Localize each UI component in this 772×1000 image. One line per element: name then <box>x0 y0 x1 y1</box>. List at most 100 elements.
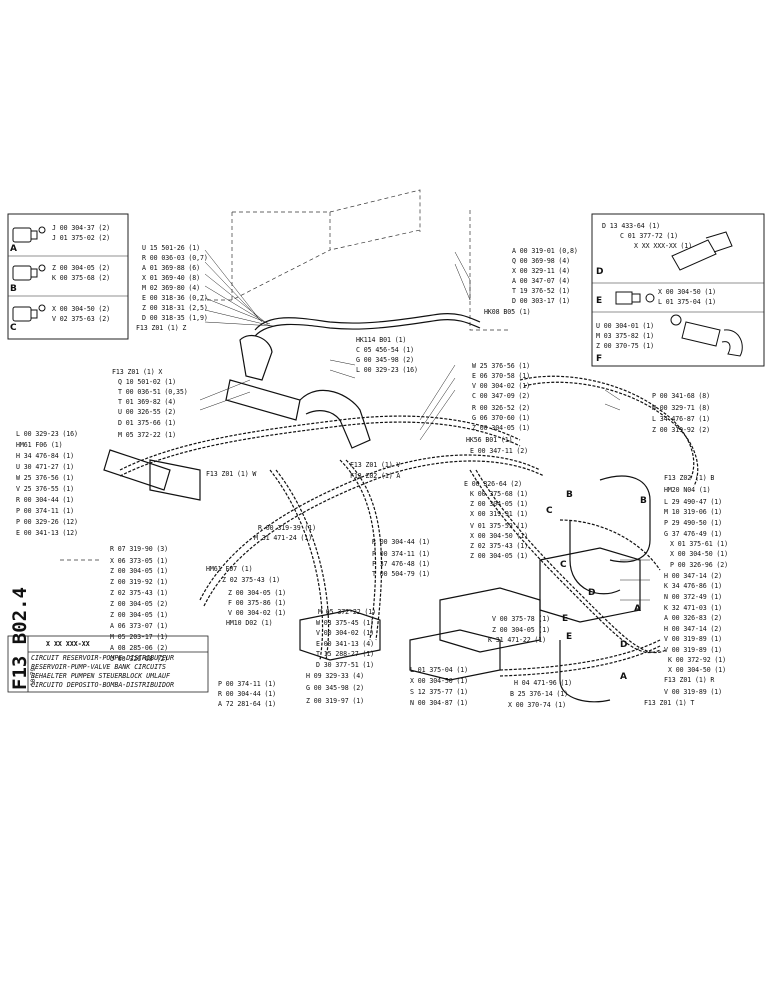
callout-hk114: HK114 B01 (1) <box>356 336 407 344</box>
inset-letter-c: C <box>10 323 17 333</box>
inset-b-label-1: Z 00 304-05 (2) <box>52 264 111 272</box>
callout-f13z02-a: F13 Z02 (1) A <box>350 472 401 480</box>
callout-r00304-center: R 00 304-44 (1) <box>372 538 431 546</box>
callout-u30471: U 30 471-27 (1) <box>16 463 75 471</box>
callout-c05456: C 05 456-54 (1) <box>356 346 415 354</box>
callout-p00326: P 00 326-96 (2) <box>670 561 729 569</box>
title-line-1: CIRCUIT RESERVOIR-POMPE-DISTRIBUTEUR <box>31 654 174 662</box>
inset-letter-f: F <box>596 354 603 364</box>
callout-z02375-c1: Z 02 375-43 (1) <box>470 542 529 550</box>
callout-p00374-bottom: P 00 374-11 (1) <box>218 680 277 688</box>
callout-h00347-r1: H 00 347-14 (2) <box>664 572 723 580</box>
callout-t00504: T 00 504-79 (1) <box>372 570 431 578</box>
callout-c00347: C 00 347-09 (2) <box>472 392 531 400</box>
inset-d-label-2: C 01 377-72 (1) <box>620 232 679 240</box>
callout-m02369: M 02 369-80 (4) <box>142 284 201 292</box>
callout-f13z01-t: F13 Z01 (1) T <box>644 699 695 707</box>
callout-a72281: A 72 281-64 (1) <box>218 700 277 708</box>
diagram-letter-d2: D <box>588 588 596 598</box>
callout-z00304-c3: Z 00 304-05 (1) <box>470 552 529 560</box>
callout-v00304-l1: V 00 304-02 (1) <box>228 609 287 617</box>
callout-x00304-c1: X 00 304-50 (1) <box>470 532 529 540</box>
callout-p29490: P 29 490-50 (1) <box>664 519 723 527</box>
callout-p00341: P 00 341-68 (8) <box>652 392 711 400</box>
diagram-letter-b: B <box>566 490 573 500</box>
callout-z00304-l4: Z 00 304-05 (1) <box>228 589 287 597</box>
callout-m05203: M 05 203-17 (1) <box>110 633 169 641</box>
callout-m10319: M 10 319-06 (1) <box>664 508 723 516</box>
callout-g37476: G 37 476-49 (1) <box>664 530 723 538</box>
diagram-letter-e: E <box>566 632 573 642</box>
callout-r00326: R 00 326-52 (2) <box>472 404 531 412</box>
inset-d-label-1: D 13 433-64 (1) <box>602 222 661 230</box>
callout-m05372: M 05 372-22 (1) <box>118 431 177 439</box>
callout-x00304-r1: X 00 304-50 (1) <box>670 550 729 558</box>
callout-v00304-center: V 00 304-02 (1) <box>472 382 531 390</box>
callout-n00329: N 00 329-71 (8) <box>652 404 711 412</box>
callout-z00304-c2: Z 00 304-05 (1) <box>470 500 529 508</box>
diagram-letter-c: C <box>546 506 553 516</box>
callout-z00304-l3: Z 00 304-05 (1) <box>110 611 169 619</box>
inset-e-label-2: L 01 375-04 (1) <box>658 298 717 306</box>
callout-f13z01-r: F13 Z01 (1) R <box>664 676 715 684</box>
diagram-letter-a2: A <box>620 672 627 682</box>
title-line-2: RESERVOIR-PUMP-VALVE BANK CIRCUITS <box>31 663 166 671</box>
callout-r00304-left: R 00 304-44 (1) <box>16 496 75 504</box>
callout-e00341-left: E 00 341-13 (12) <box>16 529 78 537</box>
callout-w25376: W 25 376-56 (1) <box>16 474 75 482</box>
callout-b25376: B 25 376-14 (1) <box>510 690 569 698</box>
callout-a00326: A 00 326-83 (2) <box>664 614 723 622</box>
callout-h34476: H 34 476-84 (1) <box>16 452 75 460</box>
callout-k00372: K 00 372-92 (1) <box>668 656 727 664</box>
callout-f13z01-v: F13 Z01 (1) V <box>350 461 401 469</box>
callout-r00036: R 00 036-03 (0,7) <box>142 254 208 262</box>
callout-k00375: K 00 375-68 (1) <box>470 490 529 498</box>
callout-a00319: A 00 319-01 (0,8) <box>512 247 578 255</box>
left-inset-box <box>7 213 129 340</box>
callout-t19376: T 19 376-52 (1) <box>512 287 571 295</box>
callout-h00347-r2: H 00 347-14 (2) <box>664 625 723 633</box>
callout-hk08: HK08 B05 (1) <box>484 308 531 316</box>
callout-f13z01-z: F13 Z01 (1) Z <box>136 324 187 332</box>
callout-e00318: E 00 318-36 (0,7) <box>142 294 208 302</box>
callout-z02375-l2: Z 02 375-43 (1) <box>110 589 169 597</box>
callout-hk56: HK56 B01 (1) <box>466 436 513 444</box>
callout-v00304-l2: V 00 304-02 (1) <box>316 629 375 637</box>
callout-w25376-center: W 25 376-56 (1) <box>472 362 531 370</box>
callout-q00369: Q 00 369-98 (4) <box>512 257 571 265</box>
part-number-header: X XX XXX-XX <box>46 640 90 648</box>
callout-u00326-68: U 00 326-68 (2) <box>110 655 169 663</box>
callout-s12375: S 12 375-77 (1) <box>410 688 469 696</box>
callout-n00304: N 00 304-87 (1) <box>410 699 469 707</box>
callout-x01369: X 01 369-40 (8) <box>142 274 201 282</box>
callout-e00326: E 00 326-64 (2) <box>464 480 523 488</box>
diagram-letter-d: D <box>620 640 628 650</box>
callout-hm10-d02: HM10 D02 (1) <box>226 619 273 627</box>
callout-q10501: Q 10 501-02 (1) <box>118 378 177 386</box>
callout-x00304-b1: X 00 304-50 (1) <box>410 677 469 685</box>
callout-k31471: K 31 471-22 (1) <box>488 636 547 644</box>
callout-p00374-center: P 00 374-11 (1) <box>372 550 431 558</box>
callout-u00326: U 00 326-55 (2) <box>118 408 177 416</box>
inset-a-label-2: J 01 375-02 (2) <box>52 234 111 242</box>
callout-l00329-left: L 00 329-23 (16) <box>16 430 78 438</box>
callout-f13z02-b: F13 Z02 (1) B <box>664 474 715 482</box>
callout-k34476: K 34 476-86 (1) <box>664 582 723 590</box>
callout-r07319: R 07 319-90 (3) <box>110 545 169 553</box>
title-block-frame <box>7 635 209 693</box>
callout-d01375: D 01 375-66 (1) <box>118 419 177 427</box>
diagram-letter-b2: B <box>640 496 647 506</box>
callout-h09329: H 09 329-33 (4) <box>306 672 365 680</box>
callout-hm61-f06: HM61 F06 (1) <box>16 441 63 449</box>
callout-g00345-top: G 00 345-98 (2) <box>356 356 415 364</box>
callout-p00374-left: P 00 374-11 (1) <box>16 507 75 515</box>
callout-f37476: F 37 476-48 (1) <box>372 560 431 568</box>
callout-n00372: N 00 372-49 (1) <box>664 593 723 601</box>
callout-z00319-92-r: Z 00 319-92 (2) <box>652 426 711 434</box>
callout-f13z01-w: F13 Z01 (1) W <box>206 470 257 478</box>
callout-m31471: M 31 471-24 (1) <box>254 534 313 542</box>
callout-x00319: X 00 319-91 (1) <box>470 510 529 518</box>
hoses <box>103 313 699 703</box>
callout-a06373: A 06 373-07 (1) <box>110 622 169 630</box>
callout-v25376: V 25 376-55 (1) <box>16 485 75 493</box>
